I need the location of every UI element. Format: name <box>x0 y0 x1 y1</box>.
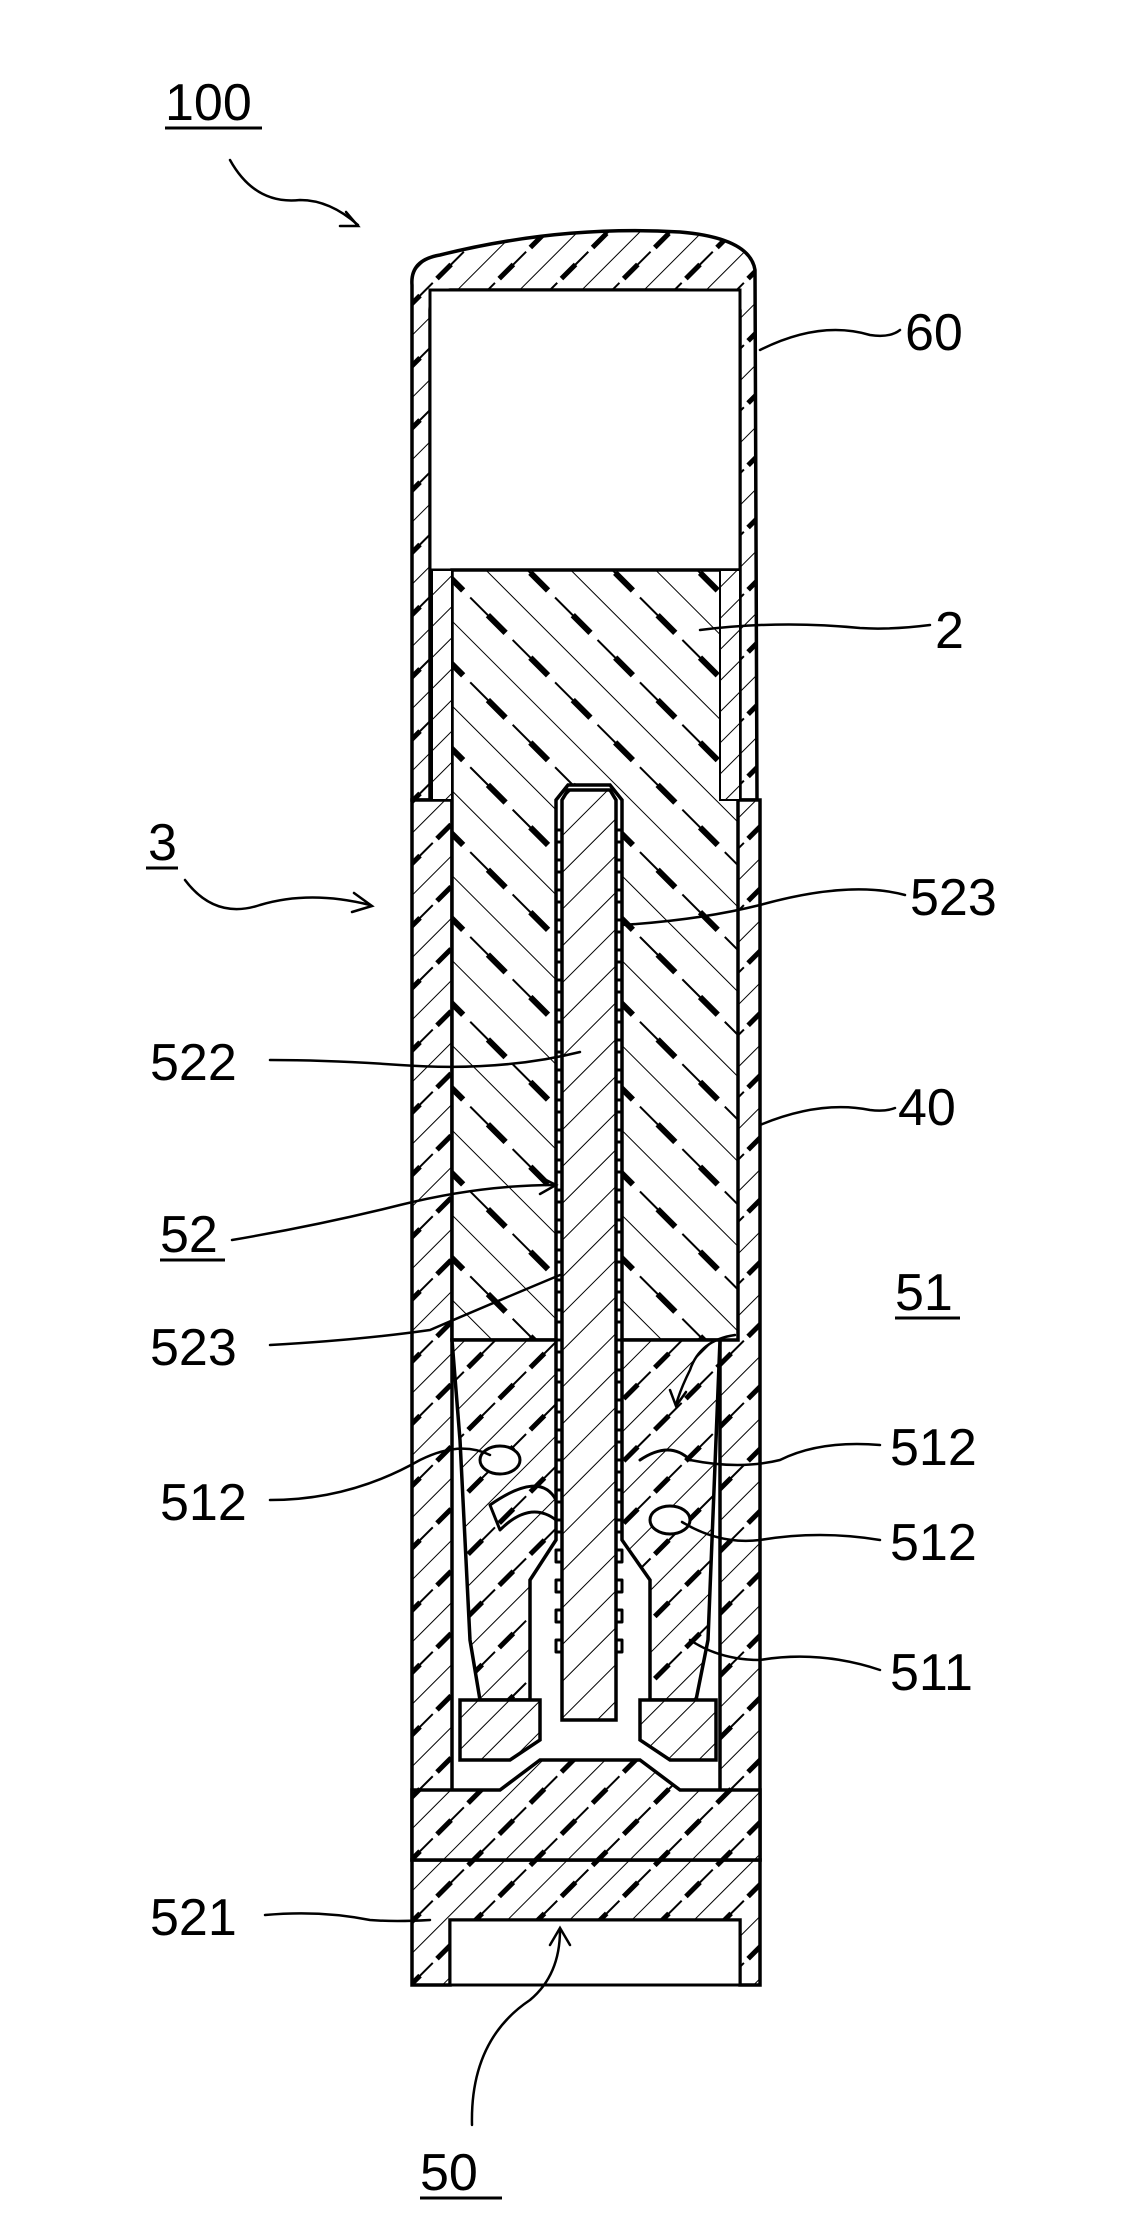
label-512-right-top: 512 <box>890 1419 977 1477</box>
label-100: 100 <box>165 74 252 132</box>
label-60: 60 <box>905 304 963 362</box>
label-40: 40 <box>898 1079 956 1137</box>
label-512-left: 512 <box>160 1474 247 1532</box>
label-523-top: 523 <box>910 869 997 927</box>
label-512-right-bottom: 512 <box>890 1514 977 1572</box>
label-3: 3 <box>148 814 177 872</box>
label-521: 521 <box>150 1889 237 1947</box>
base-521 <box>412 1760 760 1985</box>
screw-shaft-52 <box>556 790 622 1720</box>
label-50: 50 <box>420 2144 478 2202</box>
label-51: 51 <box>895 1264 953 1322</box>
label-522: 522 <box>150 1034 237 1092</box>
label-2: 2 <box>935 602 964 660</box>
label-523-bottom: 523 <box>150 1319 237 1377</box>
label-511: 511 <box>890 1644 973 1702</box>
label-52: 52 <box>160 1206 218 1264</box>
